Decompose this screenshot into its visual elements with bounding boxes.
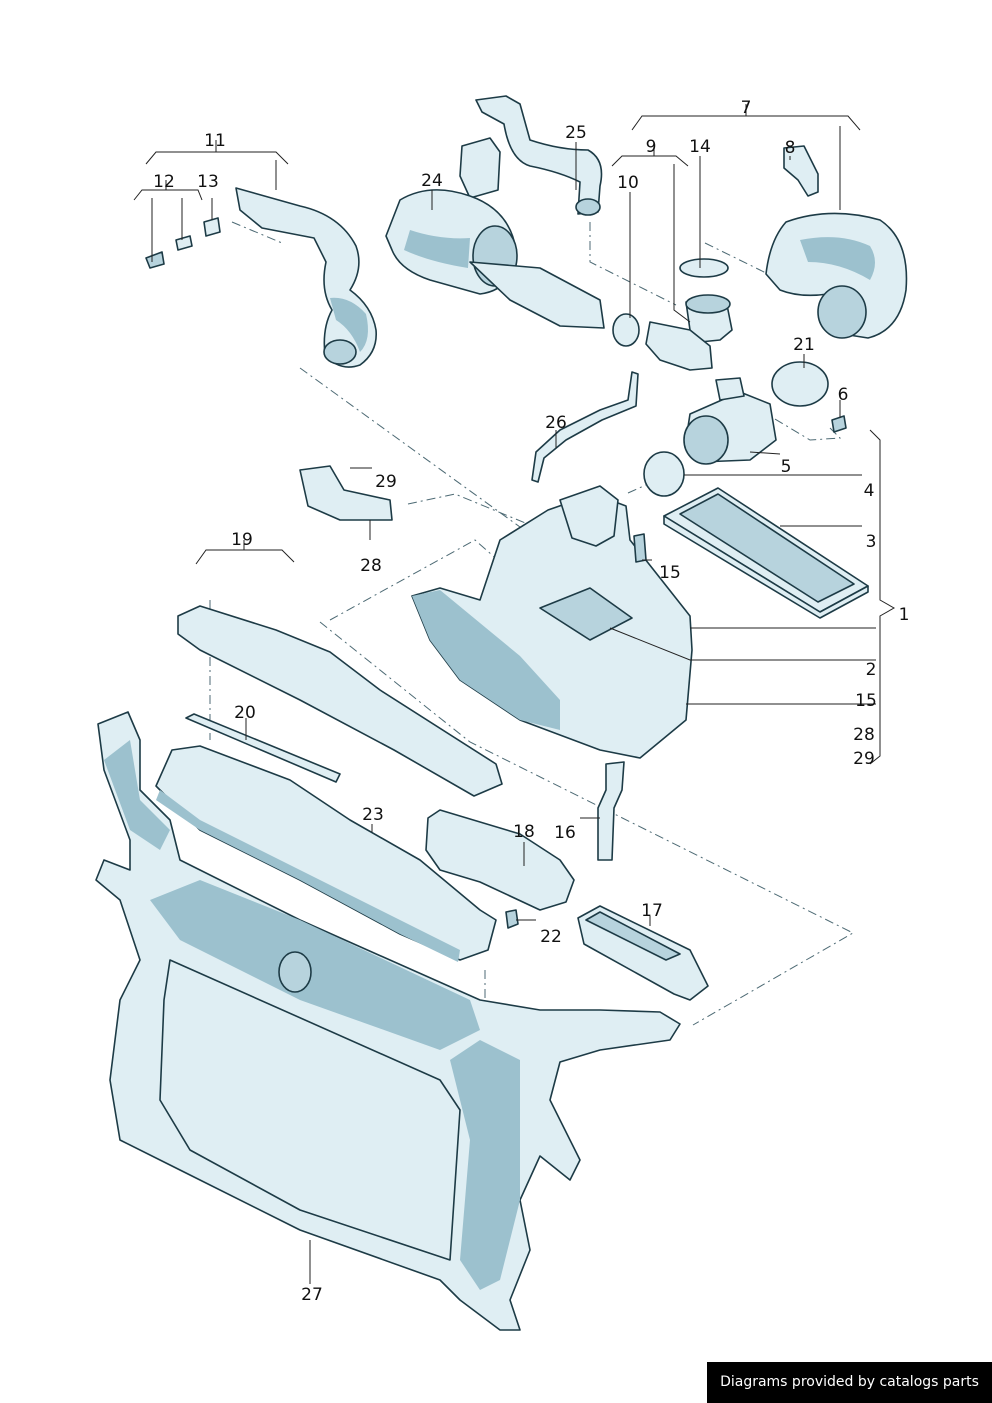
callout-22: 22 bbox=[540, 927, 562, 947]
callout-26: 26 bbox=[545, 413, 567, 433]
o-ring-4 bbox=[643, 451, 685, 497]
hose-clamp bbox=[771, 361, 847, 433]
callout-29a: 29 bbox=[375, 472, 397, 492]
callout-10: 10 bbox=[617, 173, 639, 193]
vacuum-pipe bbox=[475, 95, 603, 216]
callout-15a: 15 bbox=[659, 563, 681, 583]
leader-lines bbox=[151, 126, 876, 1284]
callout-2: 2 bbox=[866, 660, 877, 680]
callout-13: 13 bbox=[197, 172, 219, 192]
air-filter-housing bbox=[299, 465, 693, 759]
credit-banner: Diagrams provided by catalogs parts bbox=[707, 1362, 992, 1403]
callout-8: 8 bbox=[785, 138, 796, 158]
bolts-12-13 bbox=[145, 217, 221, 269]
callout-5: 5 bbox=[781, 457, 792, 477]
callout-14: 14 bbox=[689, 137, 711, 157]
callout-6: 6 bbox=[838, 385, 849, 405]
callout-19: 19 bbox=[231, 530, 253, 550]
callout-29b: 29 bbox=[853, 749, 875, 769]
callout-28b: 28 bbox=[853, 725, 875, 745]
callout-28a: 28 bbox=[360, 556, 382, 576]
seal-strip-20 bbox=[185, 713, 341, 783]
callout-21: 21 bbox=[793, 335, 815, 355]
callout-23: 23 bbox=[362, 805, 384, 825]
callout-16: 16 bbox=[554, 823, 576, 843]
callout-24: 24 bbox=[421, 171, 443, 191]
lock-carrier-27 bbox=[95, 711, 681, 1331]
callout-11: 11 bbox=[204, 131, 226, 151]
breather-hose bbox=[531, 371, 639, 483]
callout-15b: 15 bbox=[855, 691, 877, 711]
callout-12: 12 bbox=[153, 172, 175, 192]
callout-3: 3 bbox=[866, 532, 877, 552]
air-intake-scoop bbox=[577, 905, 709, 1001]
callout-9: 9 bbox=[646, 137, 657, 157]
bracket-lines bbox=[133, 104, 896, 765]
callout-20: 20 bbox=[234, 703, 256, 723]
charge-air-hose bbox=[235, 187, 377, 368]
callout-1: 1 bbox=[899, 605, 910, 625]
air-duct-18 bbox=[425, 809, 575, 911]
drain-hose bbox=[597, 761, 625, 861]
connector-elbow bbox=[612, 258, 733, 371]
air-mass-meter bbox=[683, 377, 777, 465]
callout-7: 7 bbox=[741, 98, 752, 118]
callout-25: 25 bbox=[565, 123, 587, 143]
turbocharger bbox=[385, 137, 605, 329]
air-duct-23 bbox=[155, 745, 497, 962]
cover-panel-19 bbox=[177, 605, 503, 797]
callout-17: 17 bbox=[641, 901, 663, 921]
intake-hose-7 bbox=[765, 145, 908, 339]
screw-22 bbox=[505, 909, 519, 929]
assembly-lines bbox=[209, 221, 855, 1026]
callout-18: 18 bbox=[513, 822, 535, 842]
callout-27: 27 bbox=[301, 1285, 323, 1305]
callout-labels: 1 2 3 4 5 6 7 8 9 10 11 12 13 14 15 15 1… bbox=[153, 98, 909, 1305]
callout-4: 4 bbox=[864, 481, 875, 501]
air-filter-element bbox=[663, 487, 869, 619]
